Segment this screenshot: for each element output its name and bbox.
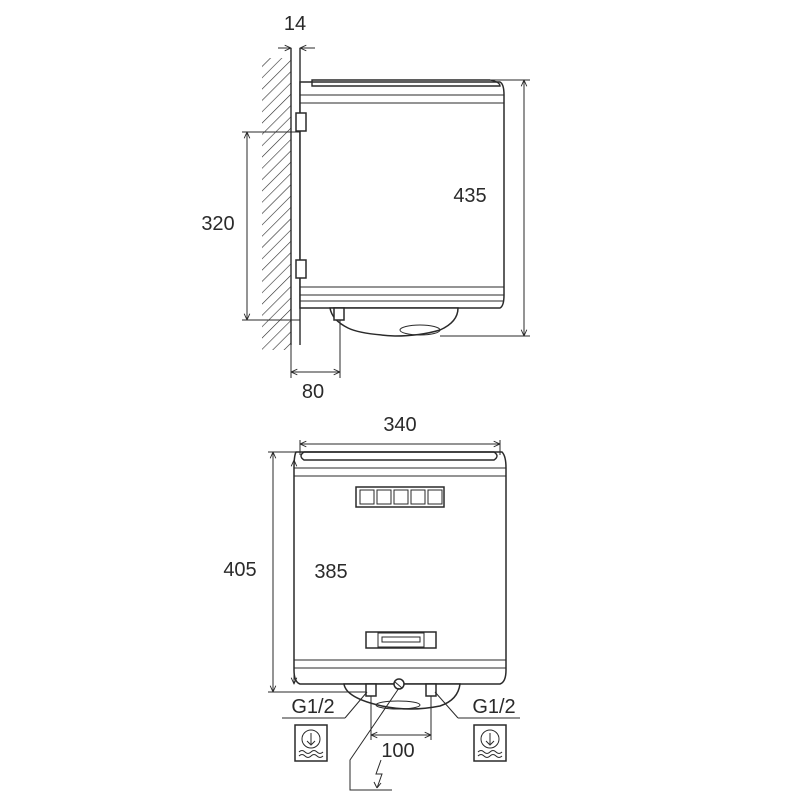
upper-bracket bbox=[295, 112, 307, 132]
handle bbox=[365, 631, 437, 649]
electric-bolt-icon bbox=[373, 759, 383, 789]
dim-bracket-label: 14 bbox=[284, 13, 306, 35]
bottom-connections bbox=[343, 678, 461, 710]
dim-width-label: 340 bbox=[383, 414, 416, 436]
side-view: 14 435 320 80 bbox=[201, 13, 530, 403]
tank-side-body bbox=[299, 79, 505, 309]
dim-depth-label: 80 bbox=[302, 381, 324, 403]
water-inlet-icon bbox=[294, 724, 328, 762]
dim-inner-height-label: 385 bbox=[314, 561, 347, 583]
dim-height-label: 435 bbox=[453, 185, 486, 207]
dim-mount-label: 320 bbox=[201, 213, 234, 235]
dim-outer-height-label: 405 bbox=[223, 559, 256, 581]
lower-bracket bbox=[295, 259, 307, 279]
left-connection-label: G1/2 bbox=[291, 696, 334, 718]
dim-pipe-spacing-label: 100 bbox=[381, 740, 414, 762]
right-connection-label: G1/2 bbox=[472, 696, 515, 718]
control-panel bbox=[355, 486, 445, 508]
wall-hatch bbox=[262, 58, 291, 350]
water-outlet-icon bbox=[473, 724, 507, 762]
tank-front-body bbox=[293, 451, 507, 685]
front-view: 340 405 385 100 G1/2 G1/2 bbox=[223, 414, 520, 791]
